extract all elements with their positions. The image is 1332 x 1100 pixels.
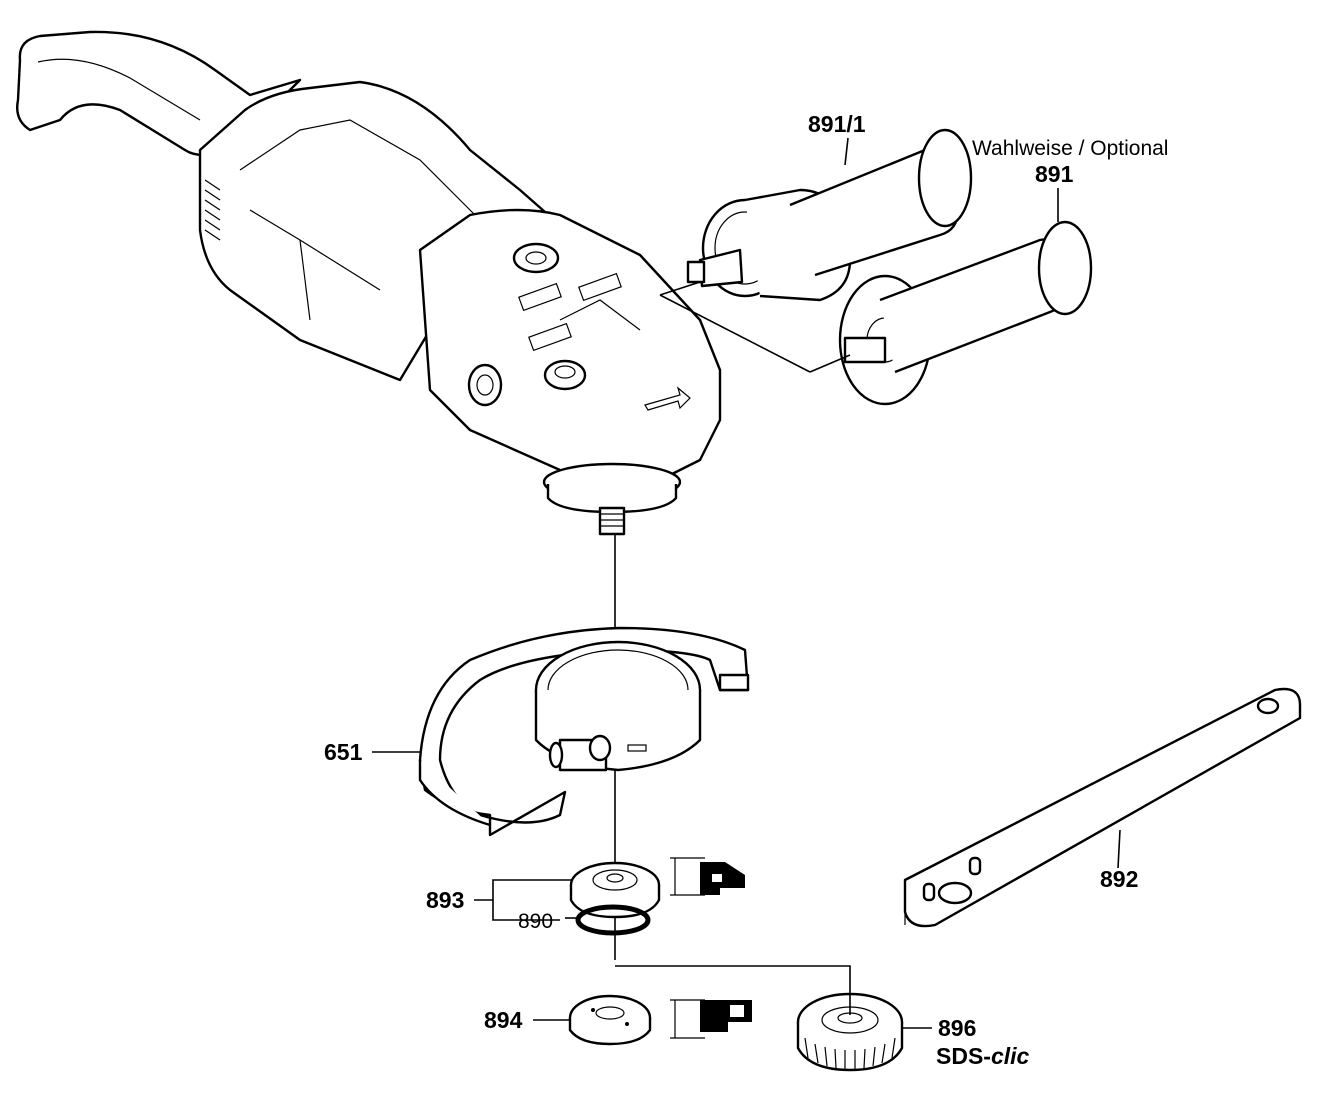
- label-894: 894: [484, 1007, 523, 1033]
- auxiliary-handle-891: [838, 220, 1093, 406]
- label-891: 891: [1035, 161, 1074, 187]
- sds-prefix: SDS-: [936, 1043, 991, 1069]
- auxiliary-handle-891-1: [686, 128, 973, 302]
- label-893: 893: [426, 887, 464, 913]
- sds-clic-logo: clic: [991, 1043, 1030, 1069]
- label-651: 651: [324, 739, 363, 765]
- nut896-leader-line: [615, 965, 932, 1029]
- clamping-nut-894: [568, 994, 652, 1046]
- flange-bracket-line: [474, 879, 572, 921]
- angle-grinder-body: [16, 30, 722, 536]
- wrench-leader-line: [1117, 829, 1121, 869]
- label-890: 890: [518, 910, 553, 933]
- o-ring-890: [575, 904, 651, 936]
- label-896: 896: [938, 1015, 976, 1041]
- handle891-1-leader-line: [844, 137, 849, 166]
- label-891-1: 891/1: [808, 111, 866, 137]
- quick-clamping-nut-896: [796, 992, 904, 1072]
- vent-slots: [204, 179, 221, 241]
- flange-section-symbol: [670, 857, 745, 896]
- two-pin-wrench-892: [903, 687, 1302, 928]
- label-892: 892: [1100, 866, 1138, 892]
- wheel-guard-651: [418, 626, 750, 837]
- nut-section-symbol: [670, 999, 752, 1039]
- handle-mount-leader: [659, 281, 851, 373]
- label-sds-clic: SDS-clic: [936, 1043, 1030, 1069]
- label-optional: Wahlweise / Optional: [972, 137, 1168, 160]
